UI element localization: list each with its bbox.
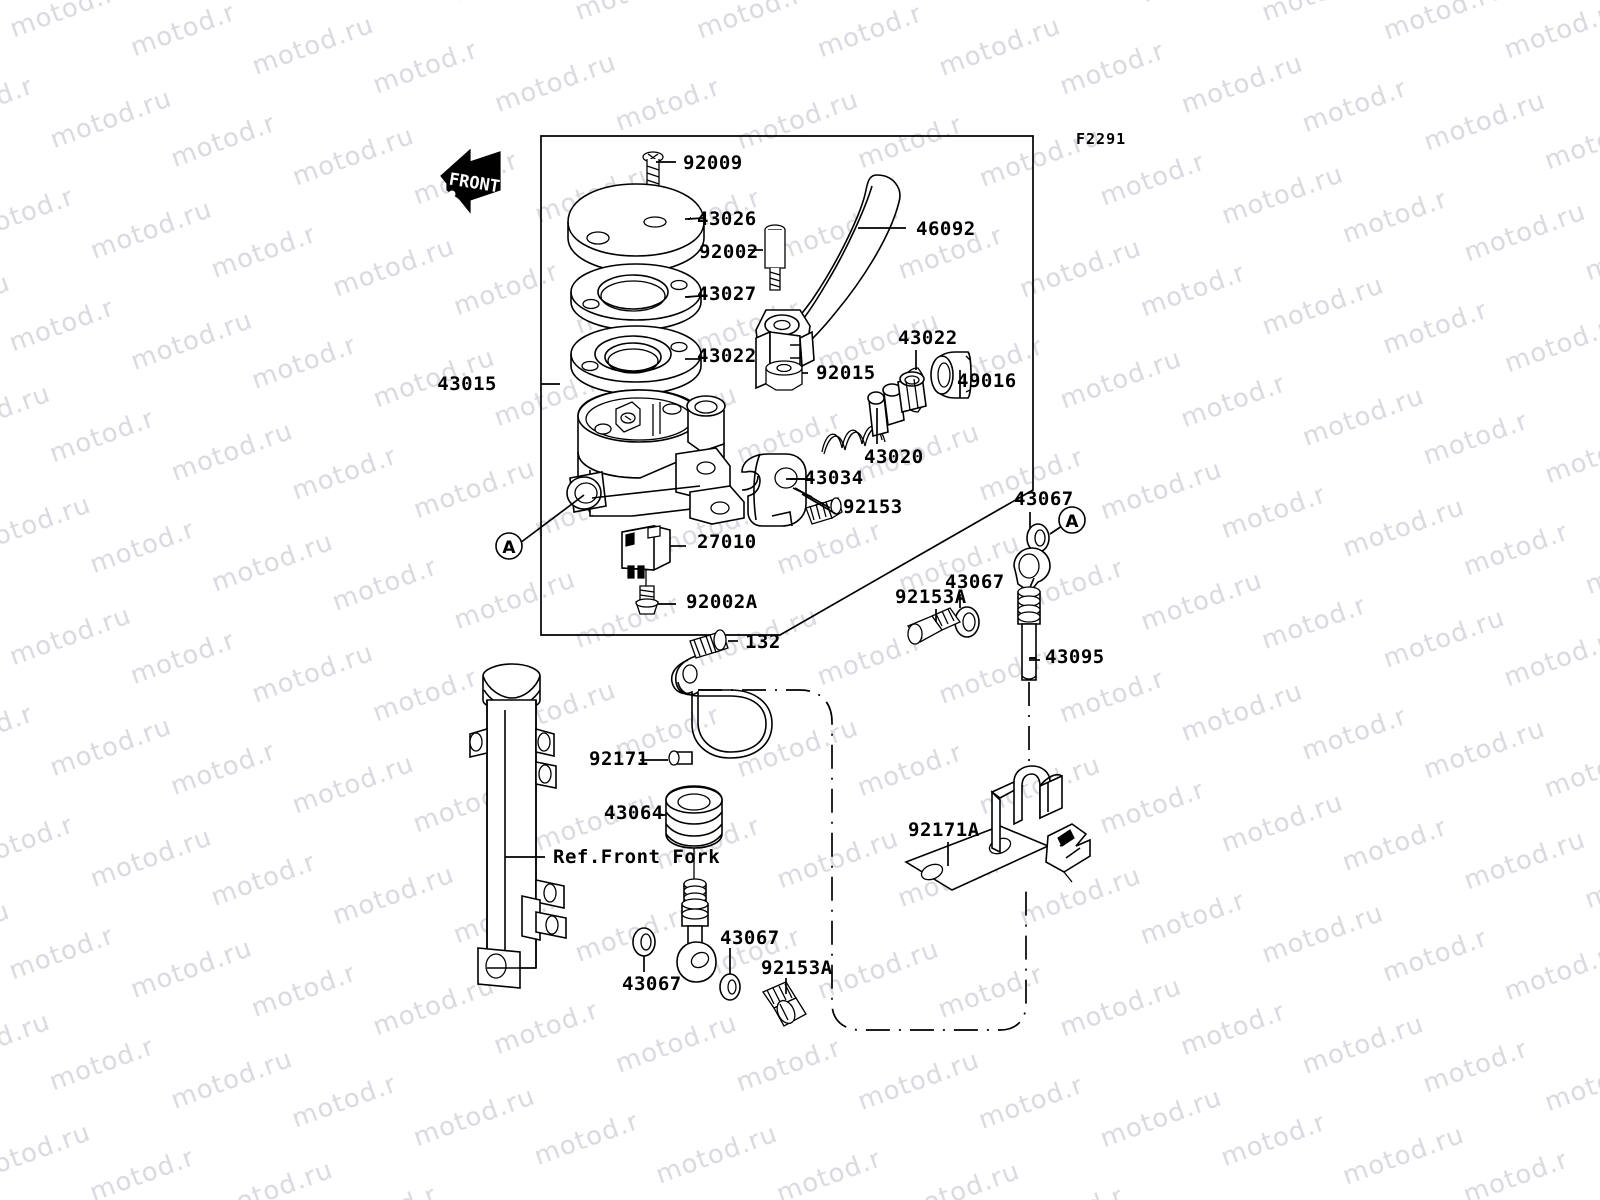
- diagram-code: F2291: [1076, 130, 1126, 148]
- label-92171A: 92171A: [908, 819, 980, 841]
- label-43067-lower-mid: 43067: [720, 927, 780, 949]
- label-92153A-mid: 92153A: [895, 586, 967, 608]
- label-92002: 92002: [699, 241, 759, 263]
- part-92153A-banjo-bolt-mid: [906, 607, 961, 645]
- label-92153A-lower: 92153A: [761, 957, 833, 979]
- part-43026-reservoir-cap: [567, 183, 705, 273]
- part-92153-bolt: [805, 497, 843, 525]
- svg-text:A: A: [502, 538, 516, 558]
- label-43034: 43034: [804, 467, 864, 489]
- label-46092: 46092: [916, 218, 976, 240]
- label-92002A: 92002A: [686, 591, 758, 613]
- part-43028-diaphragm: [570, 325, 702, 395]
- label-132: 132: [745, 631, 781, 653]
- label-43027: 43027: [697, 283, 757, 305]
- connector-marker-a-left: A: [495, 494, 585, 560]
- part-front-fork-reference: [469, 663, 567, 989]
- front-direction-arrow: FRONT: [440, 148, 501, 214]
- label-27010: 27010: [697, 531, 757, 553]
- part-43020-piston-assembly: [821, 371, 927, 455]
- part-92153A-banjo-bolt-lower: [762, 981, 807, 1027]
- label-ref-front-fork: Ref.Front Fork: [553, 846, 720, 868]
- label-92171: 92171: [589, 748, 649, 770]
- connector-marker-a-right: A: [1049, 506, 1086, 535]
- label-43067-lower-left: 43067: [622, 973, 682, 995]
- part-lower-banjo-fitting: [676, 878, 717, 983]
- label-43028: 43022: [697, 345, 757, 367]
- part-92015-nut: [765, 360, 803, 391]
- part-92002-bolt: [764, 224, 786, 291]
- label-43015: 43015: [437, 373, 497, 395]
- label-92153: 92153: [843, 496, 903, 518]
- part-43064-dust-cover: [665, 785, 723, 849]
- label-92015: 92015: [816, 362, 876, 384]
- part-43067-washer-lower-left: [632, 927, 656, 957]
- part-master-cylinder-body: [566, 389, 745, 525]
- label-43020: 43020: [864, 446, 924, 468]
- part-43067-washer-lower-mid: [719, 973, 741, 1001]
- label-43026: 43026: [697, 208, 757, 230]
- part-43027-diaphragm-plate: [570, 263, 702, 331]
- label-43095: 43095: [1045, 646, 1105, 668]
- svg-text:A: A: [1065, 512, 1079, 532]
- label-92009: 92009: [683, 152, 743, 174]
- part-92171-hose-clamp: [668, 655, 773, 766]
- label-43022: 43022: [898, 327, 958, 349]
- label-43067-upper-right: 43067: [1014, 488, 1074, 510]
- label-43064: 43064: [604, 802, 664, 824]
- label-49016: 49016: [957, 370, 1017, 392]
- bracket-hose-connector: [1063, 871, 1073, 883]
